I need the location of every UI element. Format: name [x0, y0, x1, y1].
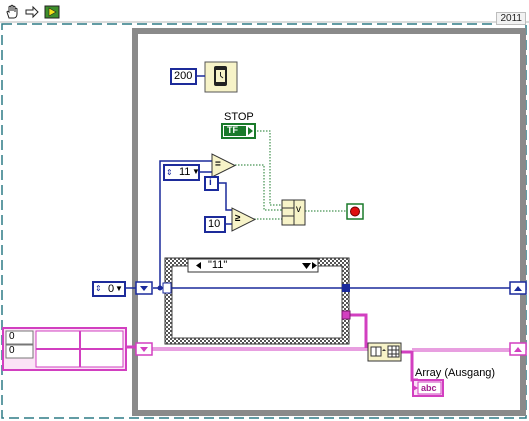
- numeric-control[interactable]: 11: [163, 164, 200, 181]
- stop-label: STOP: [224, 111, 254, 123]
- boolean-wires: [235, 130, 347, 220]
- array-indicator-label: Array (Ausgang): [415, 367, 496, 379]
- numeric-control-value: 11: [179, 166, 191, 178]
- enum-arrow-icon: ⇕: [95, 284, 102, 293]
- iteration-label: i: [209, 177, 212, 188]
- version-label: 2011: [496, 12, 526, 25]
- loop-condition-terminal[interactable]: [346, 203, 364, 220]
- stop-button-text: TF: [227, 125, 238, 135]
- wait-ms-function[interactable]: [204, 61, 238, 93]
- wait-ms-constant[interactable]: 200: [170, 68, 197, 85]
- while-loop-frame[interactable]: [132, 28, 526, 416]
- compound-or-function[interactable]: [281, 199, 306, 226]
- insert-into-array-function[interactable]: [367, 342, 402, 362]
- array-index-0[interactable]: 0: [9, 331, 15, 342]
- or-label: v: [296, 204, 301, 215]
- dropdown-arrow-icon: ▼: [192, 167, 200, 176]
- hand-tool-icon[interactable]: [4, 4, 20, 20]
- up-down-arrow-icon: ⇕: [166, 168, 173, 177]
- iteration-terminal: [204, 176, 219, 191]
- equal-function[interactable]: [211, 153, 237, 178]
- dropdown-arrow-icon: ▼: [115, 284, 123, 293]
- array-control[interactable]: [2, 327, 127, 371]
- case-selector[interactable]: [187, 258, 319, 273]
- case-selector-terminal[interactable]: [162, 282, 172, 294]
- case-output-tunnel-string[interactable]: [341, 310, 351, 320]
- case-output-tunnel-numeric[interactable]: [342, 284, 350, 292]
- greater-equal-symbol: ≥: [235, 213, 241, 224]
- shift-register-init-value: 0: [108, 283, 115, 295]
- array-indicator-text: abc: [421, 383, 437, 393]
- equal-symbol: =: [215, 159, 221, 170]
- array-index-1[interactable]: 0: [9, 345, 15, 356]
- arrow-tool-icon[interactable]: [24, 4, 40, 20]
- run-highlight-icon[interactable]: [44, 4, 60, 20]
- greater-equal-function[interactable]: [231, 207, 257, 232]
- array-indicator-terminal[interactable]: [412, 379, 444, 397]
- compare-constant[interactable]: 10: [204, 216, 226, 233]
- shift-register-init-constant[interactable]: 0: [92, 281, 126, 297]
- case-selector-value[interactable]: "11": [208, 259, 228, 271]
- numeric-wires: [126, 160, 510, 289]
